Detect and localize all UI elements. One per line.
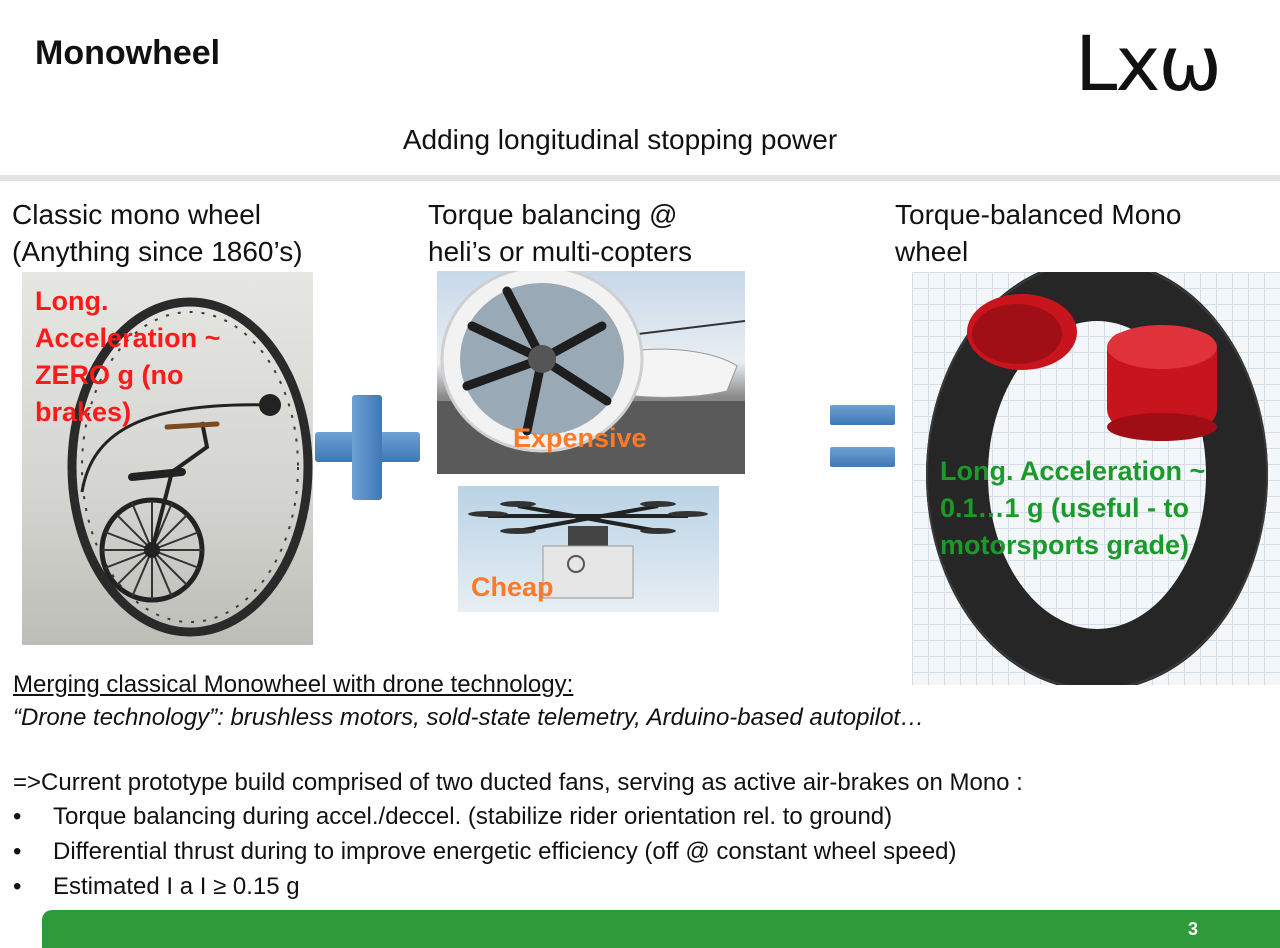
header-divider: [0, 175, 1280, 181]
current-prototype-line: =>Current prototype build comprised of t…: [13, 769, 1023, 796]
torque-balanced-monowheel-render: [912, 272, 1280, 685]
slide-title: Monowheel: [35, 34, 221, 72]
helicopter-photo: [437, 271, 745, 474]
classic-acceleration-note: Long. Acceleration ~ ZERO g (no brakes): [35, 286, 221, 427]
balanced-acceleration-note: Long. Acceleration ~ 0.1…1 g (useful - t…: [940, 456, 1206, 560]
footer-bar: 3: [42, 910, 1280, 948]
classic-monowheel-label: Classic mono wheel (Anything since 1860’…: [12, 199, 303, 267]
bullet-text: Differential thrust during to improve en…: [53, 838, 957, 865]
page-number: 3: [1187, 919, 1198, 939]
merge-heading: Merging classical Monowheel with drone t…: [13, 671, 574, 698]
ducted-fan-helicopter-illustration: [437, 271, 745, 474]
plus-operator-icon: [315, 395, 420, 500]
torque-balancing-label: Torque balancing @ heli’s or multi-copte…: [428, 199, 693, 267]
cheap-label: Cheap: [471, 572, 554, 602]
expensive-label: Expensive: [513, 423, 647, 453]
bullet-text: Estimated I a I ≥ 0.15 g: [53, 873, 300, 900]
list-item: • Differential thrust during to improve e…: [13, 834, 957, 869]
multicopter-illustration: [468, 501, 708, 599]
list-item: • Estimated I a I ≥ 0.15 g: [13, 869, 957, 904]
monowheel-illustration: [67, 297, 313, 637]
drone-photo: [458, 486, 719, 612]
black-ring-with-red-fans-illustration: [926, 272, 1268, 685]
bullet-point: •: [13, 873, 22, 900]
classic-monowheel-photo: [22, 272, 313, 645]
torque-balanced-monowheel-label: Torque-balanced Mono wheel: [895, 199, 1182, 267]
slide-subtitle: Adding longitudinal stopping power: [402, 124, 838, 155]
bullet-point: •: [13, 838, 22, 865]
lxw-logo: Lxω: [1075, 19, 1222, 108]
list-item: • Torque balancing during accel./deccel. …: [13, 799, 957, 834]
drone-technology-line: “Drone technology”: brushless motors, so…: [13, 704, 925, 731]
bullet-text: Torque balancing during accel./deccel. (…: [53, 803, 893, 830]
bullet-list: • Torque balancing during accel./deccel. …: [13, 799, 957, 904]
equals-operator-icon: [830, 405, 895, 467]
bullet-point: •: [13, 803, 22, 830]
